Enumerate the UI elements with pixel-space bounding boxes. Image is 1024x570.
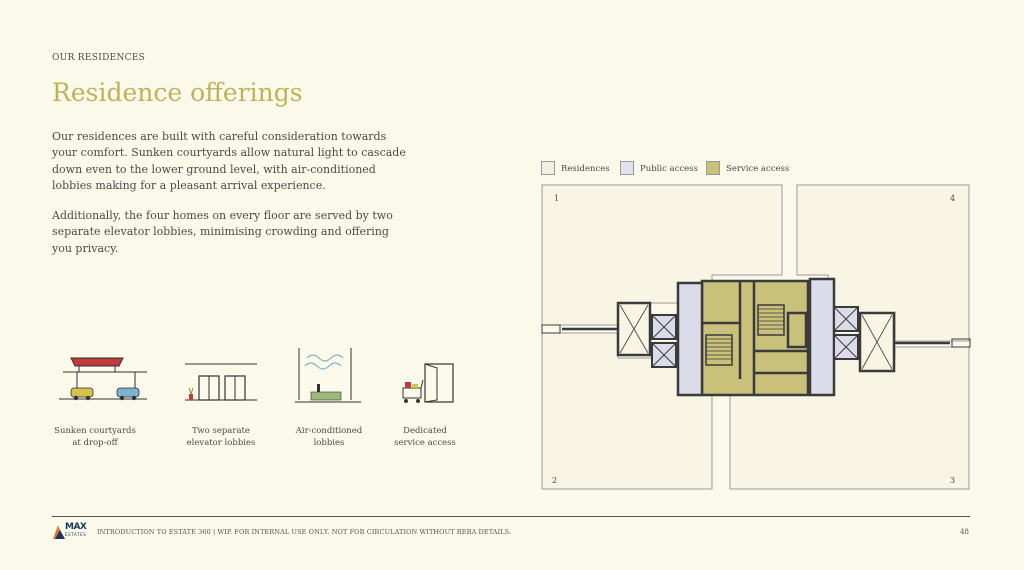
staircase-left — [705, 334, 733, 366]
section-eyebrow: OUR RESIDENCES — [52, 53, 146, 63]
unit-number-1: 1 — [554, 194, 559, 203]
corridor-walls — [562, 327, 950, 345]
page-title: Residence offerings — [52, 78, 303, 107]
legend-label: Service access — [726, 164, 790, 174]
staircase-right — [757, 304, 785, 336]
public-lobby-right — [808, 277, 836, 397]
air-conditioned-lobby-icon — [295, 348, 361, 403]
feature-air-conditioned: Air-conditioned lobbies — [274, 344, 384, 448]
vent-left — [541, 324, 561, 334]
page-number: 48 — [960, 528, 969, 536]
feature-list: Sunken courtyards at drop-off Two separa… — [40, 344, 480, 454]
feature-label: Two separate elevator lobbies — [186, 426, 256, 448]
legend-swatch — [541, 161, 555, 175]
max-estates-logo: MAX ESTATES — [52, 522, 92, 542]
legend-label: Public access — [640, 164, 698, 174]
feature-service-access: Dedicated service access — [370, 344, 480, 448]
intro-paragraph: Our residences are built with careful co… — [52, 130, 406, 192]
elevator-lobbies-icon — [185, 363, 257, 401]
floor-plan: 1 4 2 3 — [541, 184, 971, 490]
unit-number-4: 4 — [950, 194, 955, 203]
logo-subtext: ESTATES — [65, 532, 87, 537]
service-access-icon — [402, 363, 454, 403]
core-walls — [702, 281, 808, 395]
feature-sunken-courtyards: Sunken courtyards at drop-off — [40, 344, 150, 448]
feature-label: Sunken courtyards at drop-off — [54, 426, 136, 448]
footer-disclaimer: INTRODUCTION TO ESTATE 360 | WIP. FOR IN… — [97, 528, 512, 536]
legend-label: Residences — [561, 164, 610, 174]
logo-text: MAX — [65, 522, 87, 532]
footer-divider — [52, 516, 970, 517]
elevator-paragraph: Additionally, the four homes on every fl… — [52, 209, 393, 255]
feature-label: Air-conditioned lobbies — [295, 426, 363, 448]
legend-swatch — [620, 161, 634, 175]
vent-right — [951, 338, 971, 348]
logo-mark-icon — [53, 525, 65, 539]
feature-label: Dedicated service access — [394, 426, 456, 448]
legend-swatch — [706, 161, 720, 175]
public-lobby-left — [676, 281, 704, 397]
unit-number-2: 2 — [552, 476, 557, 485]
unit-number-3: 3 — [950, 476, 955, 485]
sunken-courtyard-icon — [59, 357, 147, 401]
feature-elevator-lobbies: Two separate elevator lobbies — [166, 344, 276, 448]
